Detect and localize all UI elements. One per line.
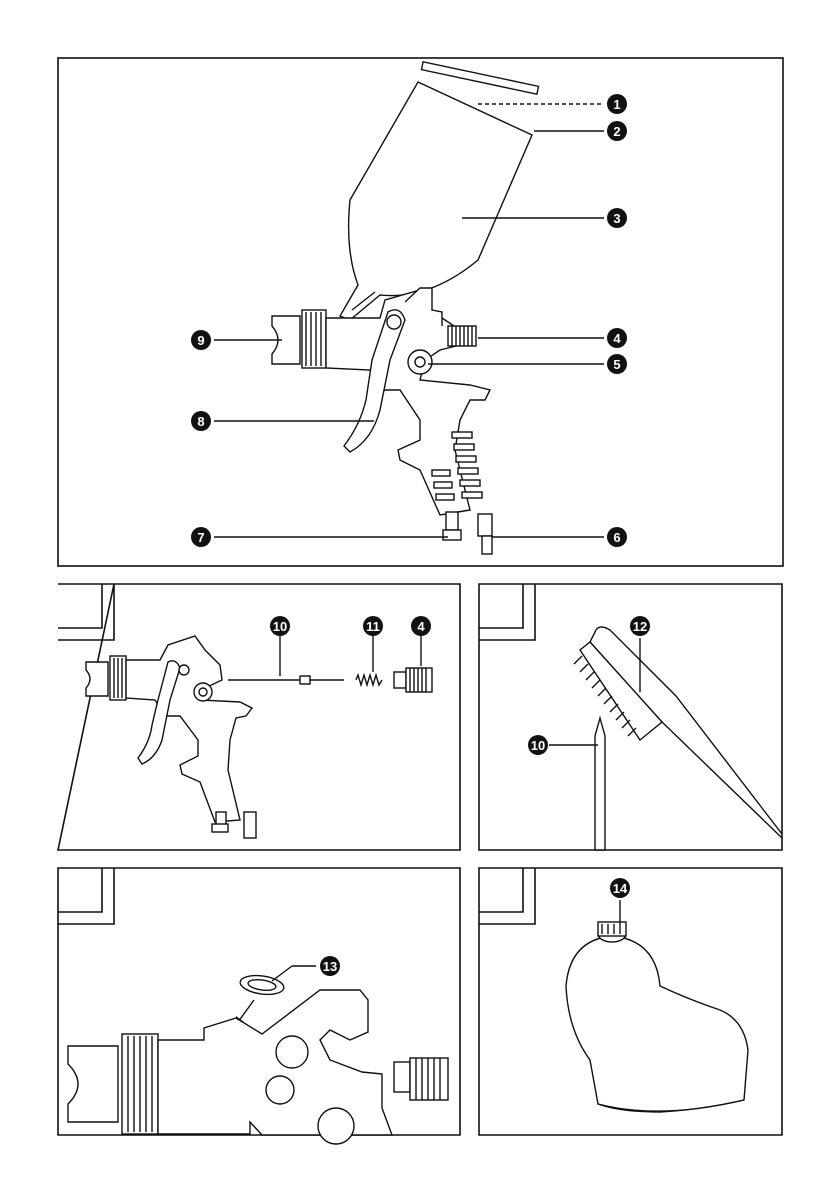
callout-6: 6 [607, 527, 627, 547]
figure-3-panel: 12 10 [479, 584, 782, 850]
svg-text:2: 2 [613, 124, 620, 139]
callout-10b: 10 [528, 735, 548, 755]
svg-text:13: 13 [323, 959, 337, 974]
callout-2: 2 [607, 121, 627, 141]
svg-text:11: 11 [366, 619, 380, 634]
spring [356, 675, 382, 685]
svg-text:10: 10 [531, 738, 545, 753]
callout-8: 8 [191, 411, 211, 431]
figure-5-panel: 14 [479, 868, 782, 1135]
figure-4-panel: 13 [58, 868, 460, 1144]
callout-4: 4 [607, 328, 627, 348]
svg-text:7: 7 [197, 530, 204, 545]
svg-text:9: 9 [197, 333, 204, 348]
svg-text:10: 10 [273, 619, 287, 634]
svg-text:14: 14 [613, 881, 628, 896]
svg-text:1: 1 [613, 97, 620, 112]
callout-4b: 4 [411, 616, 431, 636]
svg-text:6: 6 [613, 530, 620, 545]
callout-14: 14 [610, 878, 630, 898]
paint-cup [340, 62, 539, 320]
svg-text:8: 8 [197, 414, 204, 429]
figure-2-panel: 10 11 4 [58, 584, 460, 850]
needle [228, 676, 344, 684]
needle-vertical [595, 718, 605, 850]
callout-13: 13 [320, 956, 340, 976]
svg-text:12: 12 [633, 619, 647, 634]
spray-gun-small [86, 636, 256, 838]
callout-5: 5 [607, 354, 627, 374]
needle-adjuster [394, 668, 432, 692]
figure-1-panel: 1 2 3 4 5 6 7 8 9 [58, 58, 783, 566]
callout-9: 9 [191, 330, 211, 350]
seal-ring [239, 966, 316, 997]
callout-3: 3 [607, 208, 627, 228]
callout-12: 12 [630, 616, 650, 636]
callout-10: 10 [270, 616, 290, 636]
callout-11: 11 [363, 616, 383, 636]
cup-upside-down [566, 922, 748, 1112]
svg-text:4: 4 [613, 331, 621, 346]
callout-7: 7 [191, 527, 211, 547]
svg-text:3: 3 [613, 211, 620, 226]
svg-text:5: 5 [613, 357, 620, 372]
svg-text:4: 4 [417, 619, 425, 634]
gun-head-closeup [68, 990, 448, 1144]
callout-1: 1 [607, 94, 627, 114]
